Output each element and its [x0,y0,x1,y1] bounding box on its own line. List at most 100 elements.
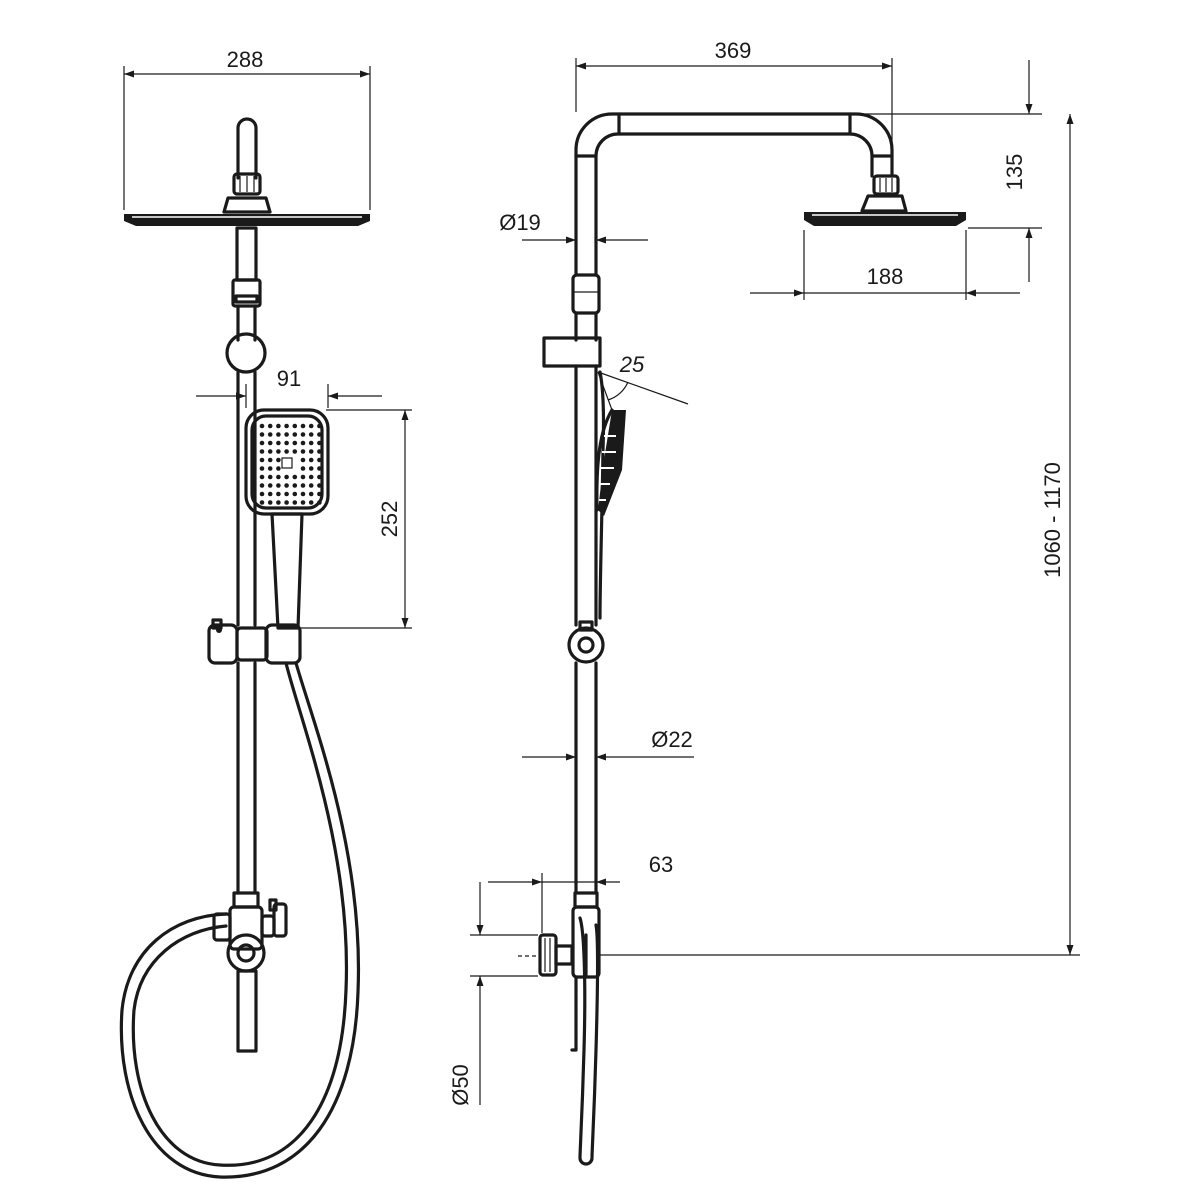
nozzle-dot [284,491,289,497]
dimension-head-diameter: 188 [750,230,1020,300]
hand-shower-side [595,370,626,620]
nozzle-dot [284,432,289,437]
nozzle-dot [267,474,273,480]
front-view: 288 91 252 [119,47,412,1179]
nozzle-dot [259,440,265,446]
dim-288-label: 288 [227,47,264,72]
nozzle-dot [300,423,306,429]
nozzle-dot [267,466,273,471]
diverter-valve [212,891,288,1053]
nozzle-dot [276,500,281,505]
nozzle-dot [300,491,306,497]
side-view: 369 Ø19 135 188 [448,38,1080,1166]
nozzle-dot [317,474,322,480]
nozzle-dot [317,466,322,471]
dimension-pipe-diameter: Ø19 [499,210,648,244]
dimension-front-width: 288 [123,47,371,210]
nozzle-dot [300,449,306,454]
nozzle-dot [276,440,281,446]
dimension-valve-diameter: Ø50 [448,882,538,1106]
nozzle-dot [317,423,322,429]
nozzle-dot [276,466,281,471]
dim-63-label: 63 [649,852,673,877]
nozzle-dot [292,440,298,446]
nozzle-dot [276,449,281,454]
nozzle-dot [300,500,306,505]
diverter-valve-side [538,891,601,1166]
nozzle-dot [267,423,273,429]
nozzle-dot [317,432,322,437]
shower-hose [131,661,349,1167]
dimension-handshower-width: 91 [196,366,382,408]
nozzle-dot [267,500,273,505]
nozzle-dot [317,457,322,463]
nozzle-dot [308,483,314,488]
dimension-bar-diameter: Ø22 [522,727,694,761]
nozzle-dot [276,483,281,488]
nozzle-dot [267,449,273,454]
nozzle-dot [308,500,314,505]
nozzle-dot [259,449,265,454]
nozzle-dot [276,474,281,480]
nozzle-grid [259,423,322,505]
overhead-shower-head-side [804,212,966,226]
shower-arm [574,112,894,277]
nozzle-dot [308,423,314,429]
dim-25-label: 25 [619,352,645,377]
dim-188-label: 188 [867,264,904,289]
nozzle-dot [308,440,314,446]
nozzle-dot [284,423,289,429]
nozzle-dot [292,474,298,480]
nozzle-dot [276,457,281,463]
nozzle-dot [300,440,306,446]
nozzle-dot [317,440,322,446]
nozzle-dot [267,440,273,446]
nozzle-dot [292,449,298,454]
nozzle-dot [317,483,322,488]
nozzle-dot [284,440,289,446]
slider-knob-side [567,626,605,664]
nozzle-dot [317,449,322,454]
dim-19-label: Ø19 [499,210,541,235]
nozzle-dot [292,423,298,429]
nozzle-dot [300,483,306,488]
nozzle-dot [276,491,281,497]
nozzle-dot [259,483,265,488]
dim-22-label: Ø22 [651,727,693,752]
nozzle-dot [259,423,265,429]
nozzle-dot [259,491,265,497]
overhead-shower-head [124,214,370,226]
nozzle-dot [292,483,298,488]
nozzle-dot [284,474,289,480]
dimension-head-drop: 135 [860,60,1042,282]
nozzle-dot [292,432,298,437]
nozzle-dot [317,491,322,497]
nozzle-dot [259,457,265,463]
nozzle-dot [308,466,314,471]
nozzle-dot [308,491,314,497]
nozzle-dot [292,500,298,505]
nozzle-dot [300,466,306,471]
diverter-knob [538,933,558,977]
nozzle-dot [308,432,314,437]
nozzle-dot [259,474,265,480]
nozzle-dot [259,432,265,437]
dimension-handshower-height: 252 [300,409,412,629]
nozzle-dot [300,474,306,480]
nozzle-dot [284,449,289,454]
nozzle-dot [276,423,281,429]
nozzle-dot [308,449,314,454]
dim-369-label: 369 [715,38,752,63]
dim-252-label: 252 [377,501,402,538]
dimension-height-range: 1060 - 1170 [596,114,1080,956]
nozzle-dot [259,500,265,505]
nozzle-dot [267,432,273,437]
hand-shower [244,408,330,630]
nozzle-dot [317,500,322,505]
nozzle-dot [308,457,314,463]
dimension-offset: 63 [488,852,673,933]
nozzle-dot [267,457,273,463]
nozzle-dot [300,457,306,463]
nozzle-dot [308,474,314,480]
